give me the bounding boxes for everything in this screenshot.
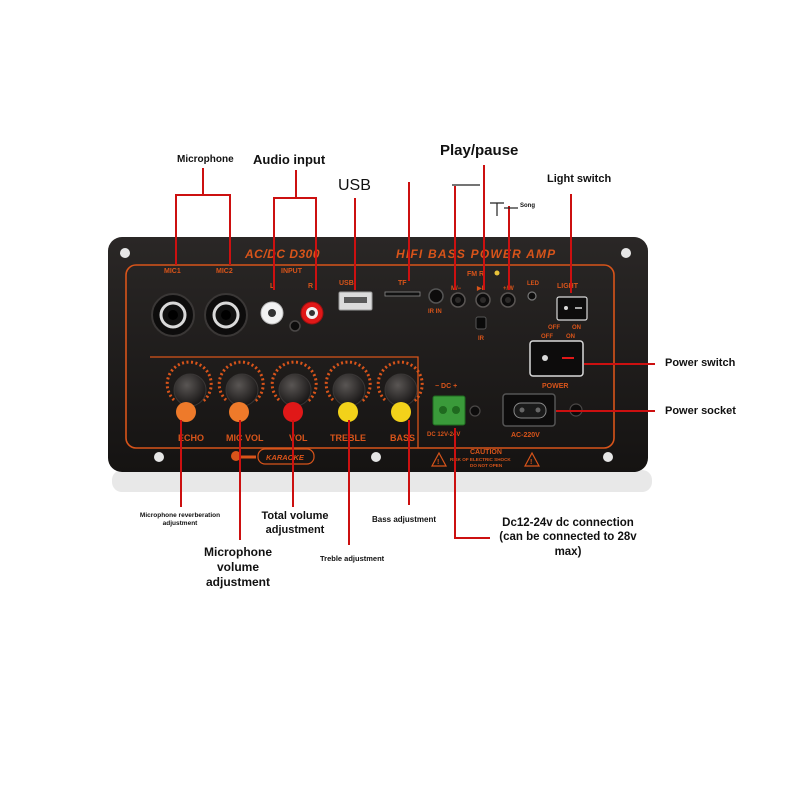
karaoke-label: KARAOKE <box>266 453 305 462</box>
power-socket-callout-label: Power socket <box>665 405 736 417</box>
knob-row: ECHO MIC VOL VOL TREBLE BASS <box>165 360 424 443</box>
amp-title: HIFI BASS POWER AMP <box>396 247 556 261</box>
light-label: LIGHT <box>557 283 579 290</box>
screw-hole <box>120 248 130 258</box>
rca-left-jack[interactable] <box>260 301 284 325</box>
treble-knob[interactable] <box>324 360 372 422</box>
total-volume-callout-label: Total volume adjustment <box>261 510 329 536</box>
dc-range-label: DC 12V-24V <box>427 432 460 438</box>
screw-hole <box>371 452 381 462</box>
treble-callout-label: Treble adjustment <box>320 554 385 563</box>
input-label: INPUT <box>281 268 303 275</box>
microphone-callout-line <box>175 168 231 265</box>
caution-title: CAUTION <box>470 449 502 456</box>
play-pause-callout-label: Play/pause <box>440 142 519 159</box>
dc-polarity-label: − DC + <box>435 383 457 390</box>
song-marker <box>452 184 518 216</box>
power-rocker-switch[interactable] <box>529 340 584 377</box>
next-button[interactable] <box>500 292 516 308</box>
play-pause-button[interactable] <box>475 292 491 308</box>
fm-indicator <box>494 270 500 276</box>
callout-lines <box>175 165 655 545</box>
dc-connection-callout-label: Dc12-24v dc connection (can be connected… <box>499 517 637 558</box>
input-right-label: R <box>308 283 313 290</box>
svg-text:!: ! <box>437 459 439 466</box>
vol-knob-label: VOL <box>289 433 308 443</box>
play-button-label: ▶II <box>476 285 485 292</box>
light-on-label: ON <box>572 325 581 331</box>
screw-hole <box>154 452 164 462</box>
mic2-label: MIC2 <box>216 268 233 275</box>
dc-screw <box>469 405 481 417</box>
mic-vol-knob-label: MIC VOL <box>226 433 264 443</box>
screw-hole <box>621 248 631 258</box>
audio-input-callout-line <box>273 170 317 290</box>
karaoke-badge <box>231 448 315 465</box>
caution-line-2: DO NOT OPEN <box>470 463 503 468</box>
svg-text:!: ! <box>530 459 532 466</box>
prev-button-label: M/− <box>451 286 462 292</box>
light-switch-callout-label: Light switch <box>547 173 612 185</box>
led-label: LED <box>527 281 540 287</box>
led-indicator <box>527 291 537 301</box>
microphone-callout-label: Microphone <box>177 154 234 165</box>
light-rocker-switch[interactable] <box>556 296 588 321</box>
usb-port-label: USB <box>339 280 354 287</box>
volume-knob[interactable] <box>270 360 318 422</box>
rca-right-jack[interactable] <box>300 301 324 325</box>
audio-input-callout-label: Audio input <box>253 152 326 167</box>
ac-power-socket[interactable] <box>502 393 556 427</box>
tf-label: TF <box>398 280 407 287</box>
bass-knob[interactable] <box>376 360 424 422</box>
mic-volume-callout-label: Microphone volume adjustment <box>204 545 272 589</box>
model-label: AC/DC D300 <box>244 247 320 261</box>
panel-divider <box>150 356 419 448</box>
screw-hole <box>603 452 613 462</box>
mic-reverb-callout-label: Microphone reverberation adjustment <box>139 512 221 528</box>
power-switch-callout-label: Power switch <box>665 357 736 369</box>
ir-label: IR <box>478 336 485 342</box>
mic2-jack[interactable] <box>204 293 248 337</box>
mic1-label: MIC1 <box>164 268 181 275</box>
ir-in-jack[interactable] <box>428 288 444 304</box>
usb-callout-label: USB <box>338 177 371 194</box>
usb-port[interactable] <box>338 291 373 311</box>
ac-input-label: AC-220V <box>511 432 540 439</box>
power-label: POWER <box>542 383 568 390</box>
caution-warning-label: ! ! <box>430 451 541 467</box>
power-on-label: ON <box>566 334 575 340</box>
input-screw <box>289 320 301 332</box>
power-off-label: OFF <box>541 334 553 340</box>
echo-knob-label: ECHO <box>178 433 204 443</box>
fm-label: FM R <box>467 271 484 278</box>
prev-button[interactable] <box>450 292 466 308</box>
mic-volume-knob[interactable] <box>217 360 265 422</box>
input-left-label: L <box>270 283 275 290</box>
bass-callout-label: Bass adjustment <box>372 515 437 524</box>
light-off-label: OFF <box>548 325 560 331</box>
ir-receiver <box>475 316 487 330</box>
song-callout-label: Song <box>520 203 535 209</box>
caution-line-1: RISK OF ELECTRIC SHOCK <box>450 457 511 462</box>
dc-terminal-block[interactable] <box>432 395 466 426</box>
mic1-jack[interactable] <box>151 293 195 337</box>
dc-callout-line <box>454 428 490 539</box>
ir-in-label: IR IN <box>428 309 442 315</box>
panel-inner-border <box>125 264 615 449</box>
panel-shadow <box>112 470 652 492</box>
tf-card-slot[interactable] <box>384 291 421 297</box>
bass-knob-label: BASS <box>390 433 415 443</box>
echo-knob[interactable] <box>165 360 213 422</box>
